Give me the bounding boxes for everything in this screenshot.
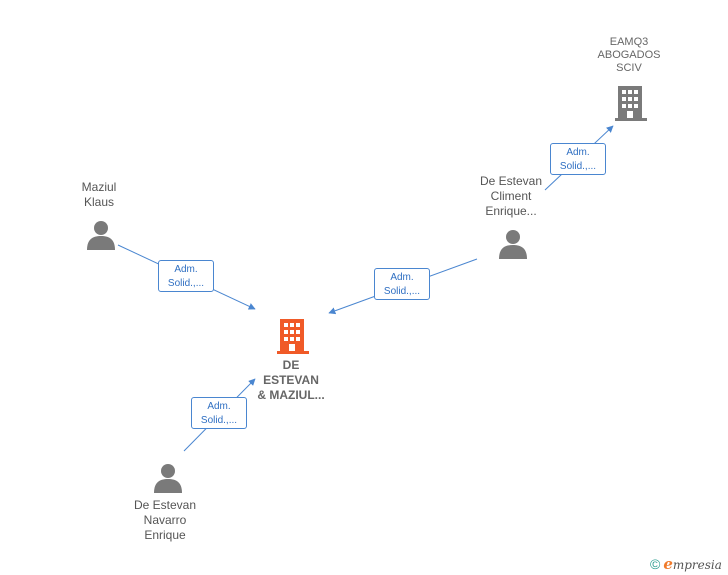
edge-label-maziul-center[interactable]: Adm. Solid.,...: [158, 260, 214, 292]
edge-role-line2: Solid.,...: [383, 286, 421, 297]
brand-logo-initial: e: [663, 555, 673, 573]
building-icon[interactable]: [276, 318, 310, 354]
brand-logo-text: mpresia: [672, 558, 722, 572]
edge-role-line1: Adm.: [566, 147, 590, 158]
copyright-icon: ©: [650, 556, 661, 572]
edge-role-line1: Adm.: [390, 272, 414, 283]
edge-label-navarro-center[interactable]: Adm. Solid.,...: [191, 397, 247, 429]
node-label-navarro[interactable]: De Estevan Navarro Enrique: [133, 498, 197, 542]
edge-role-line2: Solid.,...: [559, 161, 597, 172]
edge-label-climent-center[interactable]: Adm. Solid.,...: [374, 268, 430, 300]
node-label-center-company[interactable]: DE ESTEVAN & MAZIUL...: [257, 358, 325, 402]
footer-brand[interactable]: ©empresia: [650, 555, 722, 573]
node-label-climent[interactable]: De Estevan Climent Enrique...: [479, 174, 543, 218]
edge-role-line1: Adm.: [174, 264, 198, 275]
edge-role-line2: Solid.,...: [167, 278, 205, 289]
node-label-maziul[interactable]: Maziul Klaus: [81, 180, 117, 209]
person-icon[interactable]: [498, 229, 528, 259]
person-icon[interactable]: [86, 220, 116, 250]
person-icon[interactable]: [153, 463, 183, 493]
building-icon[interactable]: [614, 85, 648, 121]
edge-role-line2: Solid.,...: [200, 415, 238, 426]
node-label-eamq3[interactable]: EAMQ3 ABOGADOS SCIV: [597, 36, 661, 74]
edge-label-climent-eamq3[interactable]: Adm. Solid.,...: [550, 143, 606, 175]
edge-role-line1: Adm.: [207, 401, 231, 412]
